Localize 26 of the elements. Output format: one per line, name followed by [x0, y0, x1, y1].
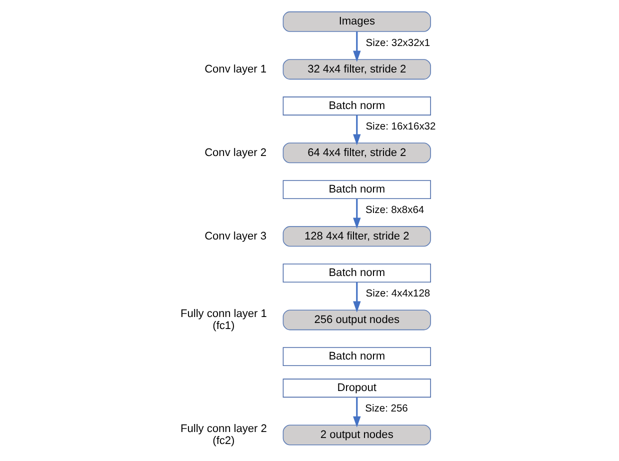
node-box: 64 4x4 filter, stride 2 [282, 142, 430, 164]
arrow [352, 282, 360, 312]
edge-label: Size: 4x4x128 [365, 288, 430, 300]
node-box: Images [282, 11, 430, 32]
node-box: Batch norm [282, 96, 430, 116]
node-box: 2 output nodes [282, 424, 430, 446]
arrow [352, 32, 360, 62]
arrow [352, 198, 360, 229]
node-label: Fully conn layer 1 (fc1) [180, 308, 266, 332]
arrow [352, 115, 360, 146]
edge-label: Size: 256 [364, 404, 408, 415]
node-box: Dropout [282, 378, 430, 398]
node-box: 256 output nodes [282, 310, 430, 330]
node-label: Fully conn layer 2 (fc2) [180, 423, 266, 447]
node-label: Conv layer 2 [204, 146, 266, 159]
edge-label: Size: 8x8x64 [364, 205, 424, 216]
node-label: Conv layer 1 [204, 63, 266, 76]
node-box: Batch norm [282, 347, 430, 366]
node-box: Batch norm [282, 264, 430, 283]
node-box: 128 4x4 filter, stride 2 [282, 226, 430, 247]
arrow [352, 397, 360, 428]
node-label: Conv layer 3 [204, 230, 266, 242]
node-box: Batch norm [282, 180, 430, 199]
edge-label: Size: 32x32x1 [365, 38, 430, 50]
edge-label: Size: 16x16x32 [365, 122, 436, 133]
node-box: 32 4x4 filter, stride 2 [282, 59, 430, 80]
